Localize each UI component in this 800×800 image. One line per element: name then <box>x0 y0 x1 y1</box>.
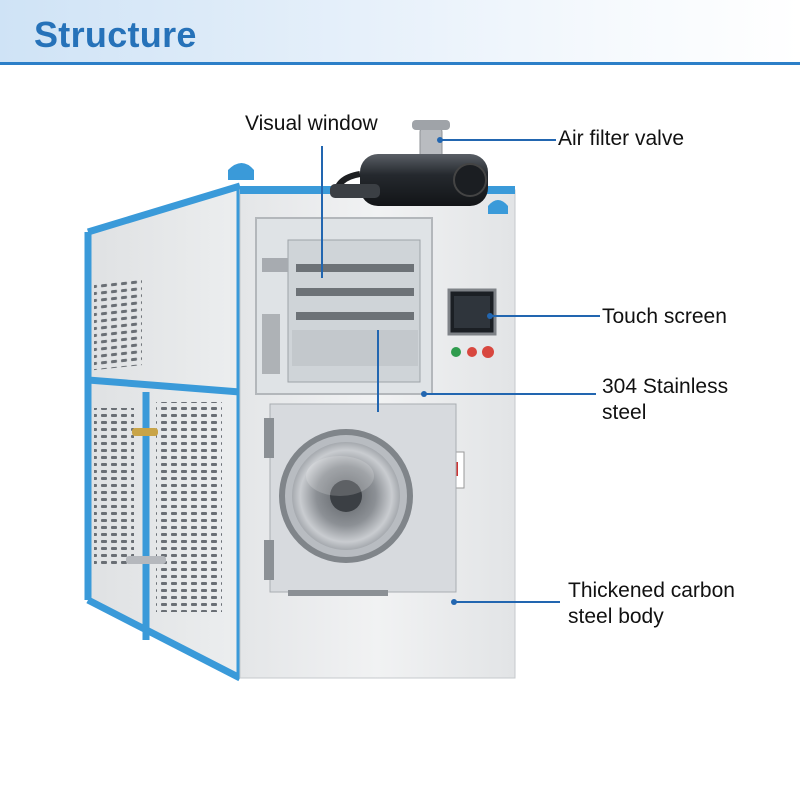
leader-dots <box>421 137 493 605</box>
side-frame <box>84 163 254 682</box>
header-underline <box>0 62 800 65</box>
air-filter-valve-label: Air filter valve <box>558 127 685 150</box>
air-filter-assembly <box>330 120 488 206</box>
stainless-steel-label: 304 Stainless steel <box>602 375 729 424</box>
visual-window <box>255 217 433 395</box>
carbon-steel-body-label: Thickened carbon steel body <box>568 579 735 628</box>
visual-window-label: Visual window <box>245 112 378 135</box>
leader-lines <box>321 139 600 603</box>
touch-screen-label: Touch screen <box>602 305 727 328</box>
chamber-door <box>264 403 457 596</box>
page-title: Structure <box>34 14 197 55</box>
header-band <box>0 0 800 64</box>
